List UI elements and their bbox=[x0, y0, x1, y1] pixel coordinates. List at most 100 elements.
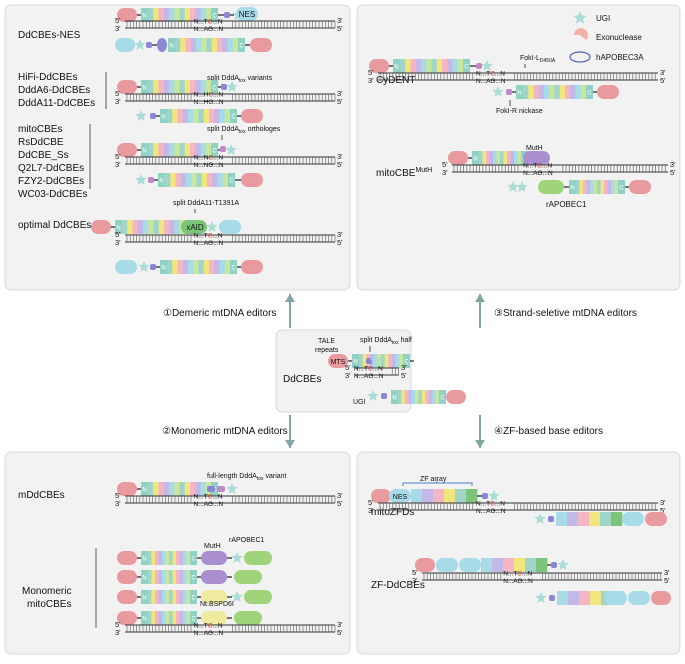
tale-c-letter: C bbox=[440, 396, 445, 402]
dna-3prime-label: 3' bbox=[337, 152, 343, 161]
tale-n-terminus bbox=[141, 570, 148, 584]
tale-repeat-stripe bbox=[155, 570, 159, 584]
dna-3prime-label: 3' bbox=[368, 76, 374, 85]
tale-n-letter: N bbox=[142, 149, 146, 155]
mts-domain bbox=[415, 558, 435, 572]
deaminase-half bbox=[157, 38, 167, 52]
tale-repeat-stripe bbox=[191, 173, 197, 187]
tale-n-terminus bbox=[472, 151, 479, 165]
annotation-split-t1391a: split DddA11-T1391A bbox=[173, 200, 239, 207]
tale-c-terminus bbox=[190, 570, 197, 584]
xaid-label: xAID bbox=[186, 223, 204, 232]
tale-n-terminus bbox=[141, 143, 148, 157]
tale-repeat-stripe bbox=[193, 109, 199, 123]
tale-repeat-stripe bbox=[158, 220, 165, 234]
mts-domain bbox=[117, 143, 137, 157]
tale-repeat-stripe bbox=[224, 260, 231, 274]
tale-repeat-stripe bbox=[167, 109, 173, 123]
tale-repeat-stripe bbox=[203, 260, 210, 274]
tale-repeat-stripe bbox=[442, 59, 448, 73]
mts-domain bbox=[448, 151, 468, 165]
dna-3prime-label: 3' bbox=[368, 506, 374, 515]
zf-finger bbox=[589, 512, 601, 526]
tale-n-letter: N bbox=[169, 44, 173, 50]
zf-finger bbox=[411, 489, 423, 503]
dna-3prime-label: 3' bbox=[115, 628, 121, 637]
dna-5prime-label: 5' bbox=[115, 230, 121, 239]
tale-repeat-stripe bbox=[148, 8, 154, 22]
tale-repeat-stripe bbox=[384, 354, 389, 368]
dna-3prime-label: 3' bbox=[412, 576, 418, 585]
tale-repeat-stripe bbox=[489, 151, 494, 165]
tale-c-terminus bbox=[211, 8, 218, 22]
tale-repeat-stripe bbox=[183, 551, 187, 565]
tale-repeat-stripe bbox=[143, 220, 149, 234]
tale-n-letter: N bbox=[142, 576, 146, 582]
nes-tag bbox=[219, 220, 241, 234]
tale-repeat-stripe bbox=[179, 590, 184, 604]
tale-c-terminus bbox=[230, 260, 237, 274]
dna-3prime-label: 3' bbox=[337, 491, 343, 500]
tale-repeat-stripe bbox=[507, 151, 511, 165]
tale-repeat-stripe bbox=[593, 180, 598, 194]
tale-repeat-stripe bbox=[175, 173, 182, 187]
mts-domain bbox=[91, 220, 111, 234]
tale-repeat-stripe bbox=[148, 80, 154, 94]
mts-domain bbox=[241, 109, 263, 123]
tale-n-letter: N bbox=[392, 396, 396, 402]
tale-c-letter: C bbox=[191, 596, 196, 602]
tale-repeat-stripe bbox=[177, 260, 184, 274]
dna-complement-seq: N...AG...N bbox=[354, 373, 384, 380]
tale-repeat-stripe bbox=[184, 8, 191, 22]
tale-repeat-stripe bbox=[155, 590, 159, 604]
tale-repeat-stripe bbox=[395, 354, 400, 368]
tale-repeat-stripe bbox=[207, 173, 213, 187]
tale-repeat-stripe bbox=[211, 38, 218, 52]
dna-complement-seq: N...AG...N bbox=[503, 578, 533, 585]
tale-c-terminus bbox=[403, 354, 410, 368]
tale-repeat-stripe bbox=[169, 551, 173, 565]
ugi-legend-star-icon bbox=[573, 11, 587, 24]
tale-repeat-stripe bbox=[590, 180, 594, 194]
tale-repeat-stripe bbox=[183, 570, 187, 584]
tale-repeat-stripe bbox=[158, 611, 163, 625]
deaminase-half bbox=[381, 393, 387, 399]
annotation-split-half: split DddAtox half bbox=[360, 337, 412, 346]
ugi-star-icon bbox=[370, 355, 382, 366]
tale-c-letter: C bbox=[229, 179, 234, 185]
tale-repeat-stripe bbox=[607, 180, 612, 194]
tale-repeat-stripe bbox=[392, 354, 396, 368]
label-hifi-variant: DddA6-DdCBEs bbox=[18, 85, 90, 96]
mts-domain bbox=[117, 570, 137, 584]
tale-repeat-stripe bbox=[196, 38, 202, 52]
dna-complement-seq: N...AG...N bbox=[194, 240, 224, 247]
tale-repeat-stripe bbox=[122, 220, 128, 234]
tale-repeat-stripe bbox=[399, 354, 404, 368]
deaminase-half bbox=[221, 84, 227, 90]
tale-c-letter: C bbox=[191, 617, 196, 623]
label-hifi-variant: DddA11-DdCBEs bbox=[18, 98, 95, 109]
tale-repeat-stripe bbox=[214, 260, 220, 274]
tale-c-letter: C bbox=[404, 360, 409, 366]
tale-repeat-stripe bbox=[219, 109, 226, 123]
tale-n-terminus bbox=[160, 260, 167, 274]
zf-finger bbox=[422, 489, 434, 503]
tale-c-letter: C bbox=[239, 44, 244, 50]
tale-n-letter: N bbox=[142, 86, 146, 92]
tale-repeat-stripe bbox=[148, 220, 154, 234]
tale-repeat-stripe bbox=[151, 611, 156, 625]
dna-complement-seq: N...NG...N bbox=[194, 162, 224, 169]
tale-repeat-stripe bbox=[510, 151, 515, 165]
tale-repeat-stripe bbox=[169, 611, 173, 625]
tale-repeat-stripe bbox=[479, 151, 483, 165]
dna-5prime-label: 5' bbox=[337, 160, 343, 169]
deaminase-half bbox=[551, 562, 557, 568]
ugi-star-icon bbox=[367, 390, 379, 401]
panel-ddcbe-center bbox=[275, 329, 412, 413]
tale-repeat-stripe bbox=[193, 260, 199, 274]
